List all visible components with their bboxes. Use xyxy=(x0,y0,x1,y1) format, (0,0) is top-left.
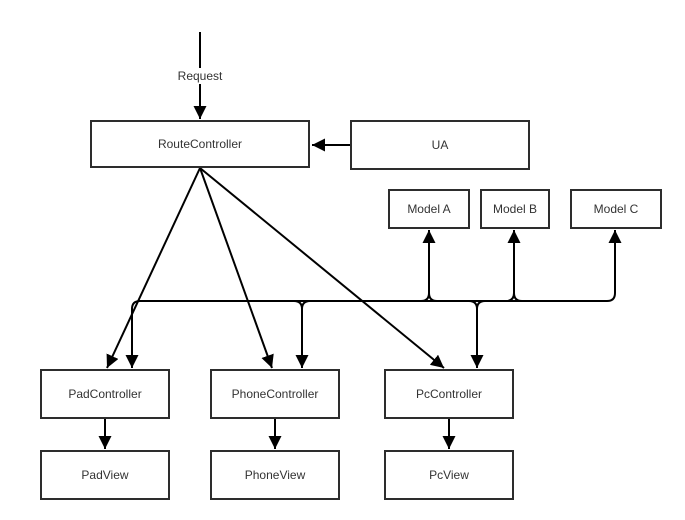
request-edge-label: Request xyxy=(174,68,226,84)
edge-bus-drop-pccontroller-fillet xyxy=(476,300,486,310)
edge-bus-riser-modela xyxy=(420,230,436,302)
node-pc-view: PcView xyxy=(384,450,514,500)
node-pad-view: PadView xyxy=(40,450,170,500)
edge-bus-drop-phonecontroller xyxy=(293,300,309,368)
edge-routecontroller-to-padcontroller xyxy=(106,167,201,369)
edge-bus-riser-modelb-fillet xyxy=(513,292,523,302)
edge-bus-riser-modela-fillet xyxy=(428,292,438,302)
node-route-controller: RouteController xyxy=(90,120,310,168)
node-pad-controller: PadController xyxy=(40,369,170,419)
node-model-b: Model B xyxy=(480,189,550,229)
edge-bus-drop-phonecontroller-fillet xyxy=(301,300,311,310)
edge-bus-riser-modelb xyxy=(505,230,521,302)
edge-bus-drop-pccontroller xyxy=(468,300,484,368)
node-phone-controller: PhoneController xyxy=(210,369,340,419)
node-model-c: Model C xyxy=(570,189,662,229)
edge-bus-main xyxy=(125,230,622,368)
node-ua: UA xyxy=(350,120,530,170)
node-pc-controller: PcController xyxy=(384,369,514,419)
node-phone-view: PhoneView xyxy=(210,450,340,500)
node-model-a: Model A xyxy=(388,189,470,229)
